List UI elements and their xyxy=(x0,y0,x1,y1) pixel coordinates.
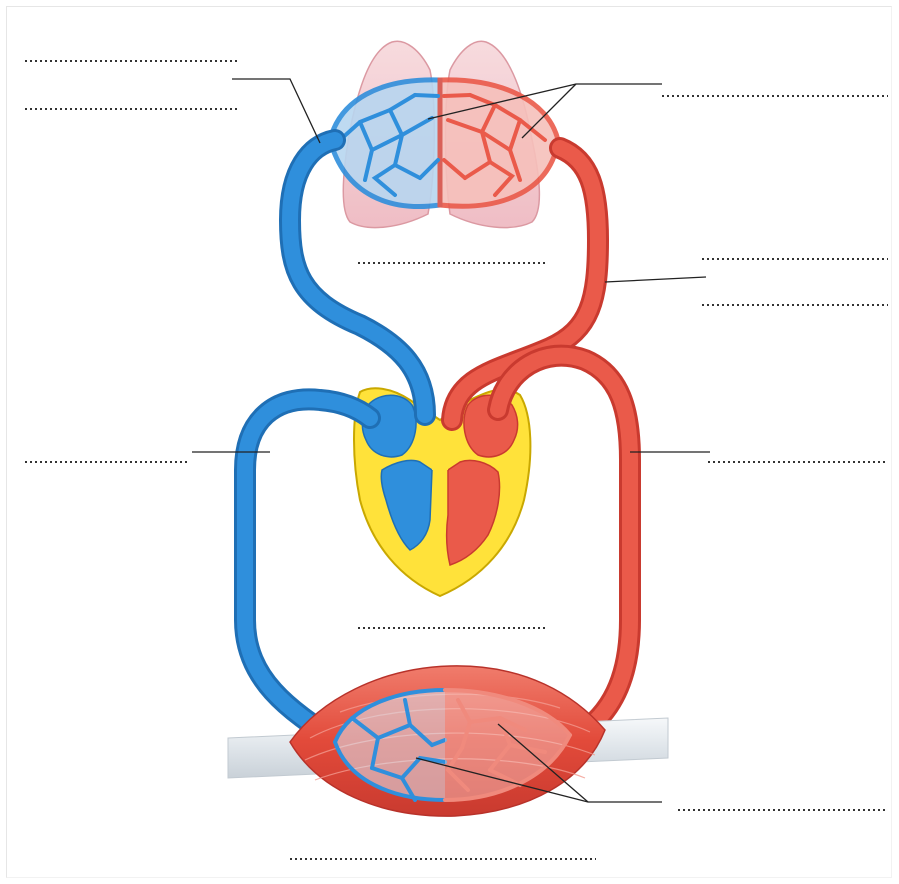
pulmonary-capillary-bed xyxy=(330,80,558,207)
body-tissue xyxy=(228,666,668,816)
